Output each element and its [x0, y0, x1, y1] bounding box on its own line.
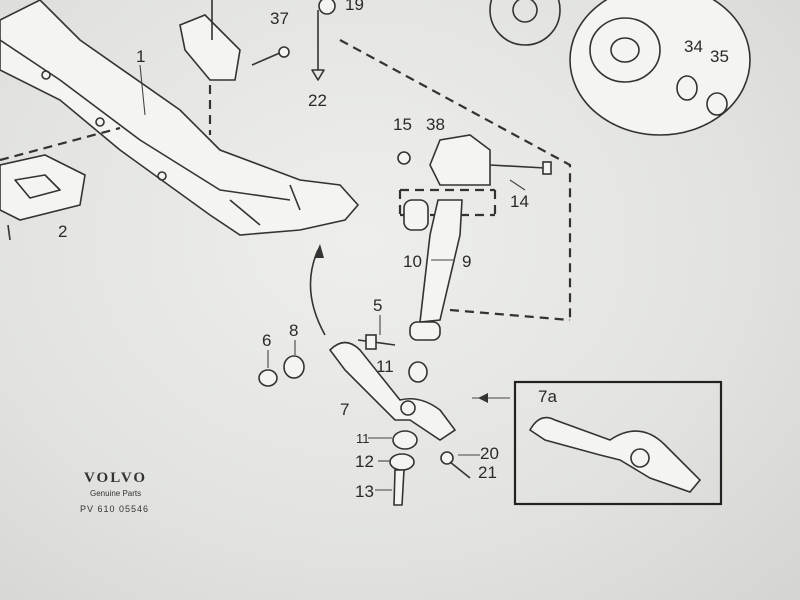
- label-8: 8: [289, 321, 298, 340]
- label-21: 21: [478, 463, 497, 482]
- detail-box-7a: [513, 380, 723, 506]
- label-11-lower: 11: [356, 431, 370, 446]
- mount-bracket-part: [179, 14, 241, 81]
- label-1: 1: [136, 47, 145, 66]
- label-12: 12: [355, 452, 374, 471]
- label-15: 15: [393, 115, 412, 134]
- bushing-8: [283, 355, 305, 379]
- diagram-code: PV 610 05546: [80, 504, 150, 514]
- bushing-11: [408, 361, 428, 383]
- label-11-upper: 11: [376, 357, 394, 376]
- logo-brand: VOLVO: [84, 470, 148, 486]
- cap-35: [706, 92, 728, 116]
- label-2: 2: [58, 222, 67, 241]
- label-10: 10: [403, 252, 422, 271]
- nut-15: [397, 151, 411, 165]
- nut-6: [258, 369, 278, 387]
- logo-subtitle: Genuine Parts: [90, 489, 142, 498]
- label-34: 34: [684, 37, 703, 56]
- control-arm-7a: [528, 416, 702, 493]
- label-6: 6: [262, 331, 271, 350]
- control-arm-7: [328, 341, 457, 441]
- label-20: 20: [480, 444, 499, 463]
- bolt-14: [489, 164, 546, 169]
- mount-bracket-38: [429, 134, 491, 186]
- label-38: 38: [426, 115, 445, 134]
- label-13: 13: [355, 482, 374, 501]
- subframe-part: [0, 0, 360, 236]
- bushing-10: [403, 199, 429, 231]
- nut-34: [676, 75, 698, 101]
- label-37: 37: [270, 9, 289, 28]
- label-14: 14: [510, 192, 529, 211]
- label-9: 9: [462, 252, 471, 271]
- label-5: 5: [373, 296, 382, 315]
- label-19: 19: [345, 0, 364, 14]
- label-7a: 7a: [538, 387, 557, 406]
- strut-rod-9: [419, 199, 463, 323]
- label-22: 22: [308, 91, 327, 110]
- bracket-part: [0, 154, 86, 241]
- volvo-logo: VOLVO Genuine Parts PV 610 05546: [80, 470, 149, 514]
- bolt-37: [251, 51, 283, 66]
- label-7: 7: [340, 400, 349, 419]
- brake-disc-part: [489, 0, 751, 136]
- label-35: 35: [710, 47, 729, 66]
